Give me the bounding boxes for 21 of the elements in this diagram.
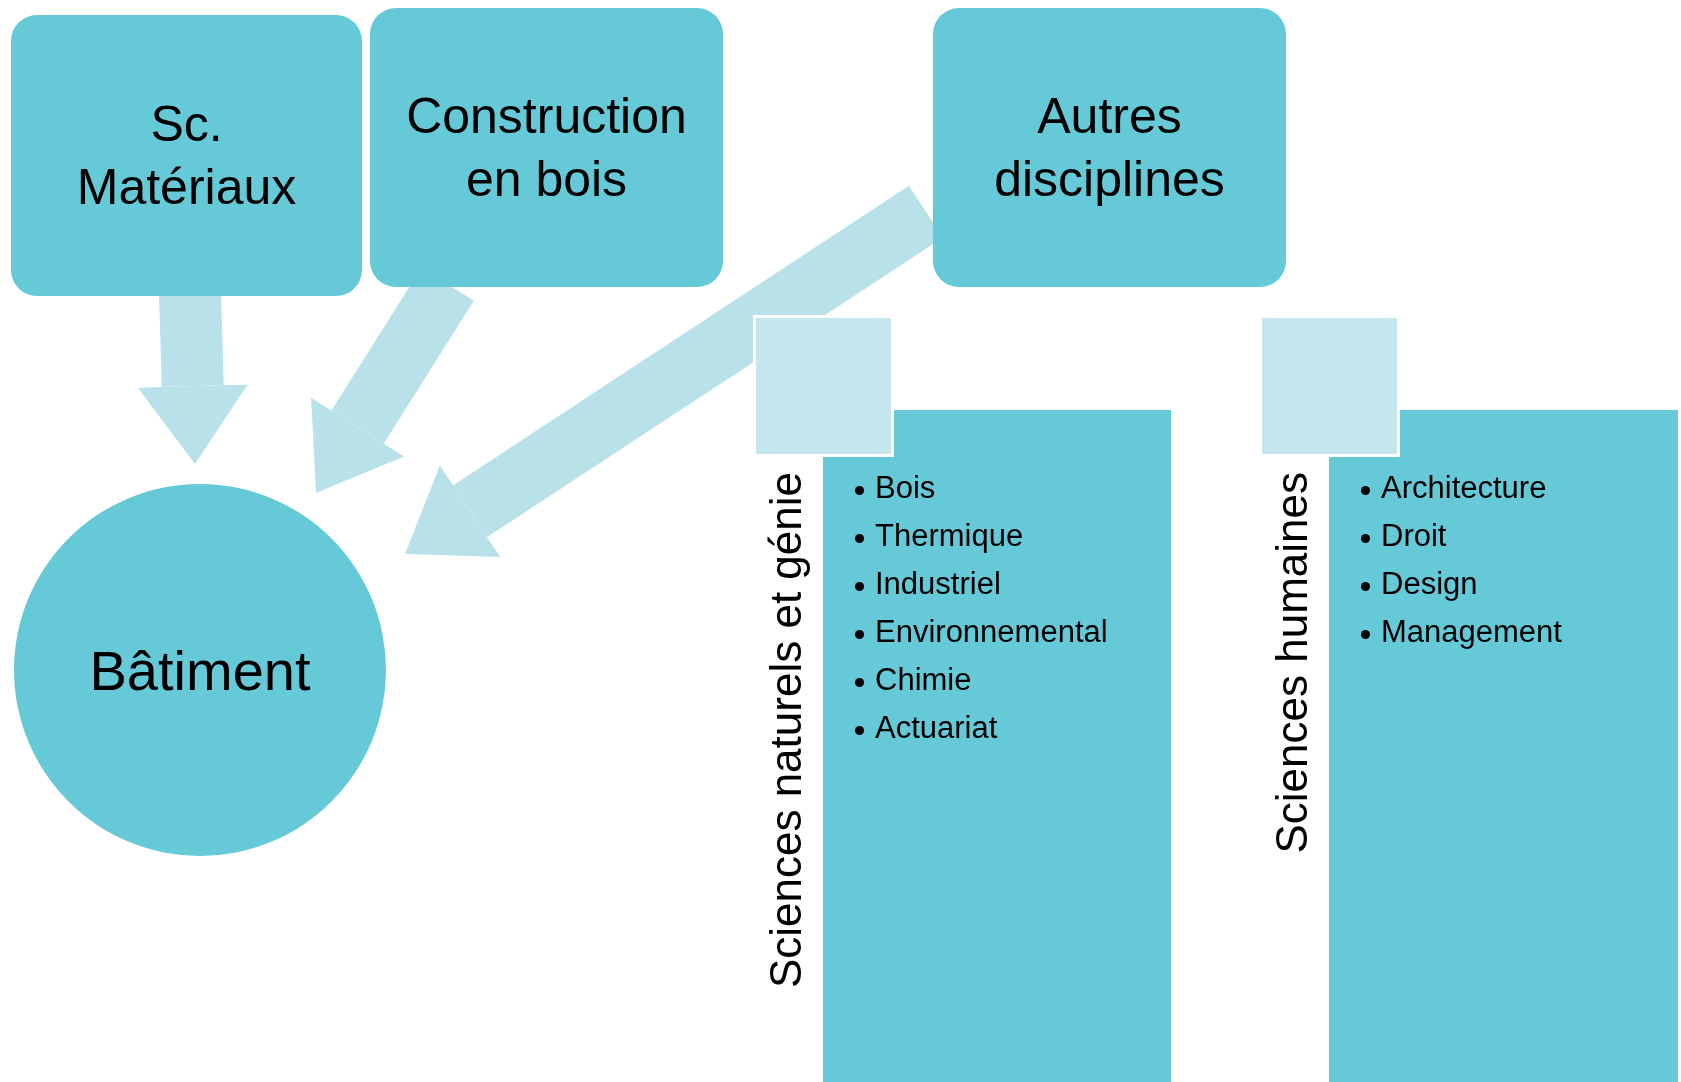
square-box: [1259, 315, 1400, 457]
list-item: Environnemental: [875, 613, 1108, 651]
box-label: Autres disciplines: [993, 87, 1226, 209]
list-item: Bois: [875, 469, 936, 507]
list-item: Design: [1381, 565, 1478, 603]
box-label: Sc. Matériaux: [75, 95, 298, 217]
column-heading: Sciences naturels et génie: [760, 472, 811, 991]
list-item: Architecture: [1381, 469, 1547, 507]
list-item: Industriel: [875, 565, 1001, 603]
column-heading: Sciences humaines: [1266, 472, 1317, 856]
process-box: [370, 8, 723, 287]
list-item: Thermique: [875, 517, 1024, 555]
list-item: Actuariat: [875, 709, 998, 747]
list-item: Management: [1381, 613, 1562, 651]
process-box: [11, 15, 362, 296]
list-item: Chimie: [875, 661, 972, 699]
list-item: Droit: [1381, 517, 1447, 555]
box-label: Bâtiment: [89, 637, 311, 703]
square-box: [753, 315, 894, 457]
process-box: [933, 8, 1286, 287]
box-label: Construction en bois: [405, 87, 688, 209]
